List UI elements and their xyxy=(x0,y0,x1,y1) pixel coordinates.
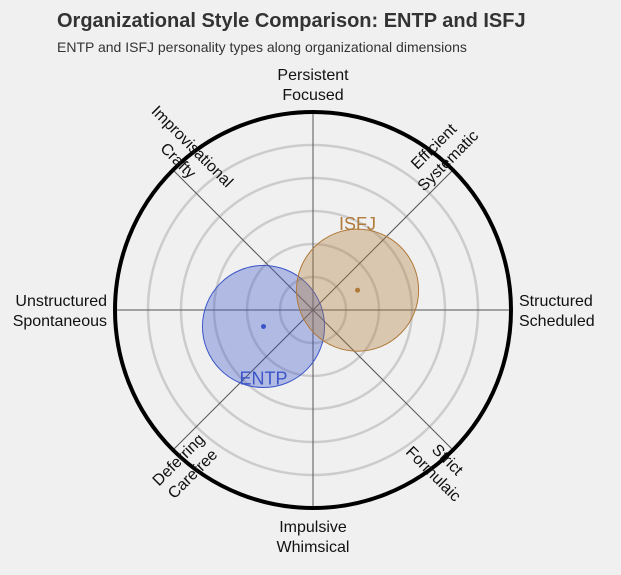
axis-spoke xyxy=(172,309,314,451)
axis-label: Focused xyxy=(282,87,343,104)
axis-spoke xyxy=(172,169,314,311)
axis-spoke xyxy=(312,169,454,311)
axis-label: Impulsive xyxy=(279,519,347,536)
center-dot-entp xyxy=(261,324,266,329)
axis-label: Whimsical xyxy=(277,539,350,556)
axis-label: Structured xyxy=(519,293,593,310)
axis-spoke xyxy=(312,309,454,451)
series-label-isfj: ISFJ xyxy=(339,214,376,234)
axis-label: Persistent xyxy=(277,67,349,84)
axis-label: Scheduled xyxy=(519,313,595,330)
axis-label: Spontaneous xyxy=(13,313,107,330)
series-label-entp: ENTP xyxy=(239,369,287,389)
axis-label: Unstructured xyxy=(15,293,107,310)
chart-title: Organizational Style Comparison: ENTP an… xyxy=(57,10,526,32)
center-dot-isfj xyxy=(355,287,361,293)
outer-ring xyxy=(113,110,513,510)
chart-subtitle: ENTP and ISFJ personality types along or… xyxy=(57,39,467,55)
